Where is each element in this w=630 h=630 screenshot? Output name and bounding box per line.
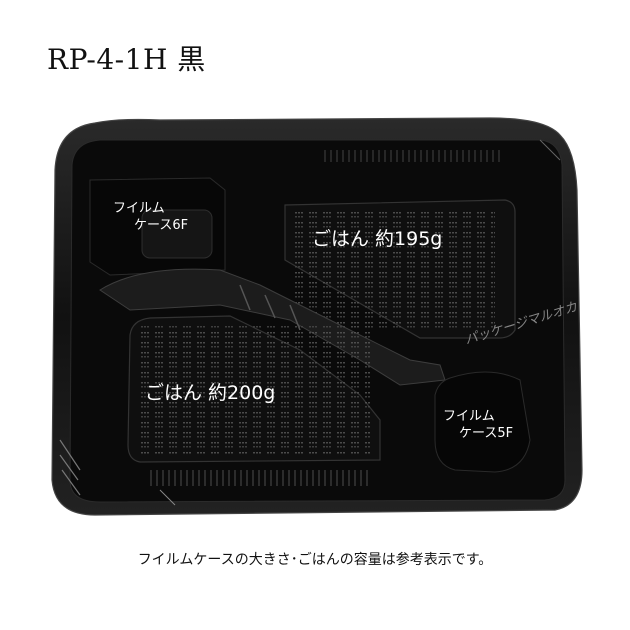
label-film-case-6f: フイルム ケース6F <box>113 200 188 234</box>
product-title: RP-4-1H 黒 <box>47 43 206 76</box>
caption-note: フイルムケースの大きさ･ごはんの容量は参考表示です。 <box>137 552 493 568</box>
label-film-case-6f-line2: ケース6F <box>134 218 189 233</box>
label-rice-195: ごはん 約195g <box>312 228 443 250</box>
label-film-case-5f-line1: フイルム <box>443 409 495 424</box>
label-film-case-6f-line1: フイルム <box>113 201 165 216</box>
label-rice-200: ごはん 約200g <box>145 382 276 404</box>
label-film-case-5f-line2: ケース5F <box>459 426 514 441</box>
label-film-case-5f: フイルム ケース5F <box>443 408 513 442</box>
